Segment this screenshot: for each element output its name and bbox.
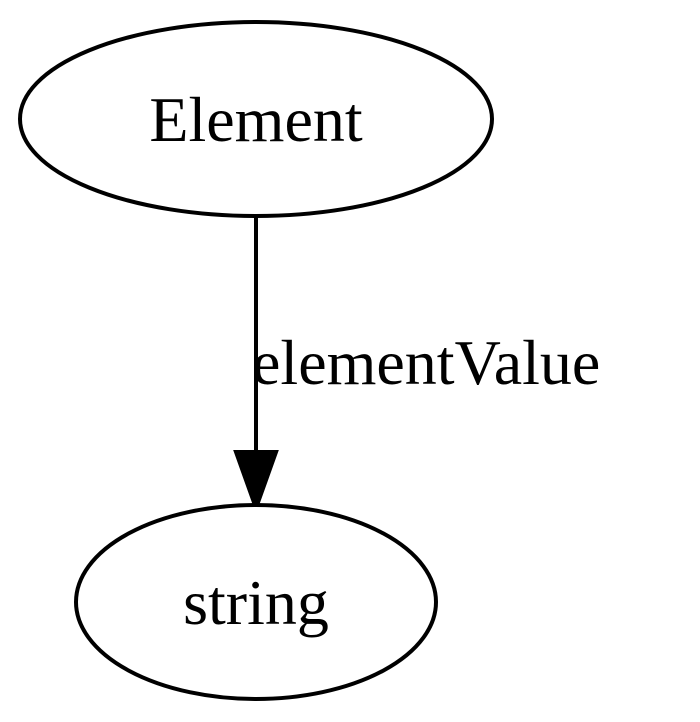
node-element-label: Element (149, 84, 362, 155)
node-string[interactable]: string (74, 503, 438, 701)
node-element-ellipse (18, 20, 494, 218)
arrowhead-icon (233, 450, 279, 514)
node-string-label: string (183, 567, 329, 638)
node-element[interactable]: Element (18, 20, 494, 218)
node-string-ellipse (74, 503, 438, 701)
edge-element-to-string: elementValue (233, 218, 600, 514)
edge-label: elementValue (252, 327, 600, 398)
